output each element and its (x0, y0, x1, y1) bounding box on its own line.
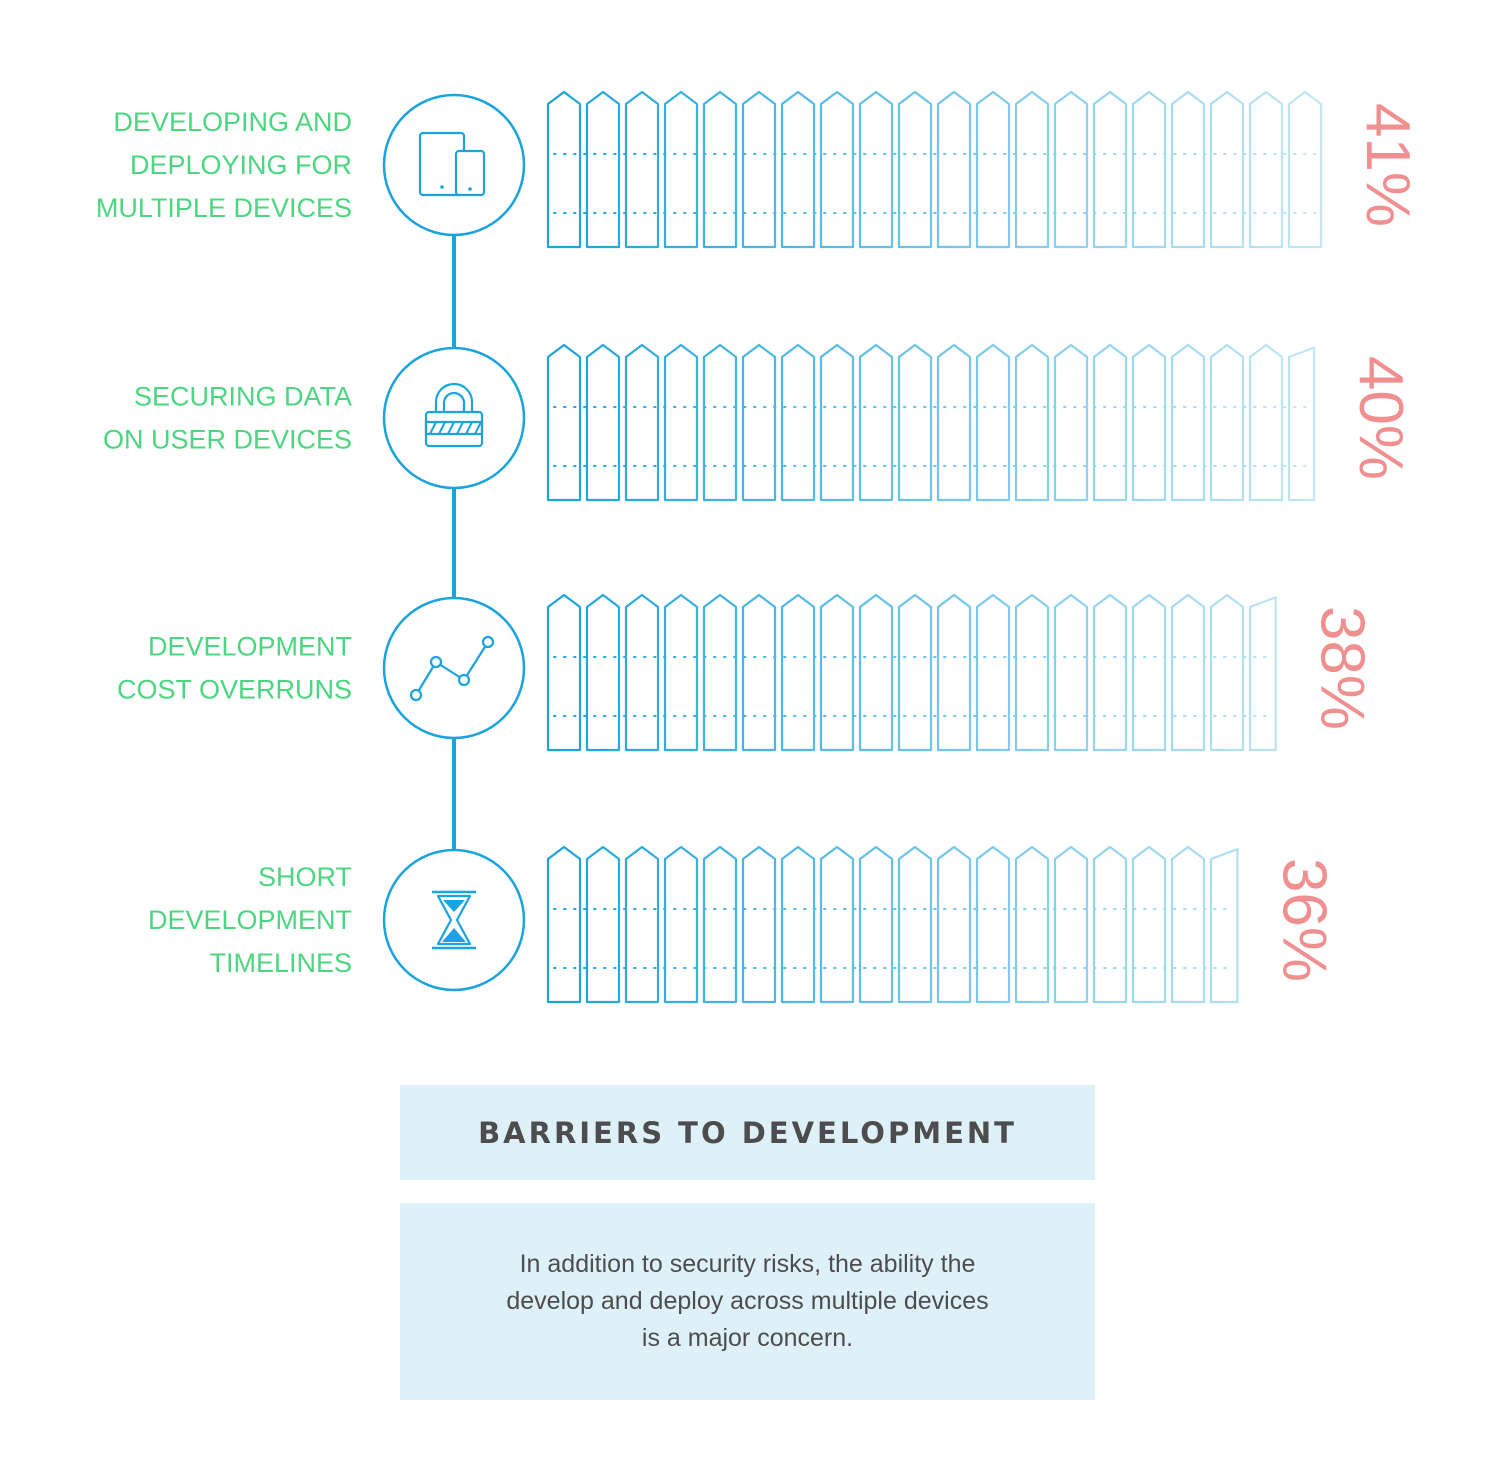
icon-circle (382, 93, 526, 237)
icon-circle (382, 346, 526, 490)
caption-text: In addition to security risks, the abili… (506, 1250, 989, 1352)
caption-box: In addition to security risks, the abili… (400, 1203, 1095, 1400)
barriers-chart: DEVELOPING AND DEPLOYING FOR MULTIPLE DEVI… (96, 90, 1422, 1004)
bar (546, 343, 1316, 502)
chart-row: DEVELOPMENT COST OVERRUNS 38% (117, 593, 1377, 752)
data-label: 38% (1308, 606, 1377, 730)
bar (546, 593, 1277, 752)
chart-row: SECURING DATA ON USER DEVICES 40% (103, 343, 1415, 502)
padlock-icon (424, 382, 484, 448)
category-label: MULTIPLE DEVICES (96, 193, 352, 223)
icon-circle (382, 848, 526, 992)
data-label: 36% (1269, 858, 1338, 982)
category-label: SECURING DATA (134, 382, 352, 412)
bar (546, 90, 1323, 249)
data-label: 40% (1346, 356, 1415, 480)
bar (546, 845, 1239, 1004)
data-label: 41% (1353, 103, 1422, 227)
category-label: DEPLOYING FOR (130, 150, 352, 180)
chart-row: DEVELOPING AND DEPLOYING FOR MULTIPLE DEVI… (96, 90, 1422, 249)
devices-icon (418, 131, 486, 197)
category-label: DEVELOPMENT (148, 905, 352, 935)
category-label: TIMELINES (209, 948, 352, 978)
chart-title-box: BARRIERS TO DEVELOPMENT (400, 1085, 1095, 1180)
icon-circle (382, 596, 526, 740)
category-label: SHORT (258, 862, 352, 892)
chart-row: SHORT DEVELOPMENT TIMELINES 36% (148, 845, 1338, 1004)
category-label: DEVELOPING AND (113, 107, 352, 137)
hourglass-icon (432, 890, 476, 950)
category-label: DEVELOPMENT (148, 632, 352, 662)
category-label: ON USER DEVICES (103, 425, 352, 455)
trend-line-icon (409, 635, 495, 702)
category-label: COST OVERRUNS (117, 675, 352, 705)
chart-title: BARRIERS TO DEVELOPMENT (478, 1115, 1017, 1150)
